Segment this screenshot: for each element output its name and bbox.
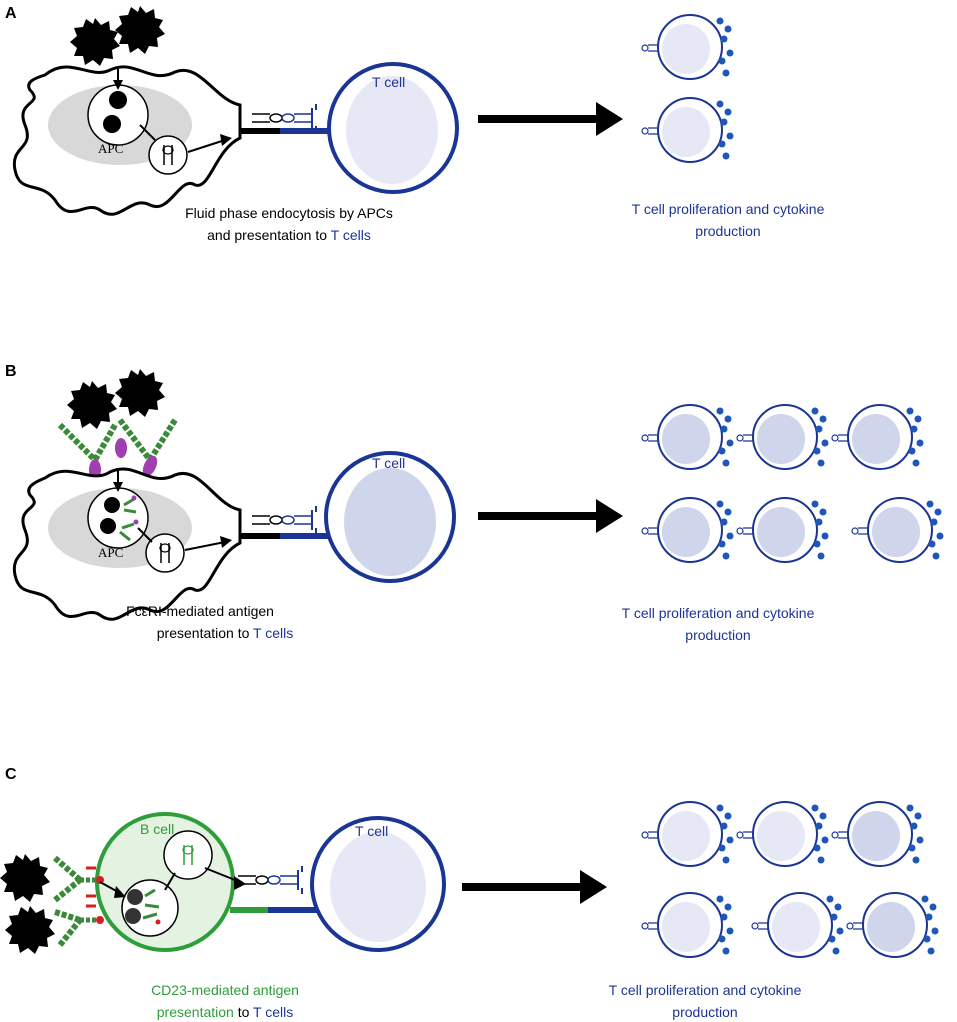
progression-arrow xyxy=(478,102,623,136)
tcr-mhc-synapse xyxy=(251,505,317,535)
antigen-particle xyxy=(115,369,165,417)
result-line2: production xyxy=(695,223,760,239)
antigen-particle xyxy=(70,18,120,66)
t-cell-nucleus xyxy=(330,832,426,942)
proliferating-t-cell xyxy=(846,892,940,958)
proliferating-t-cell xyxy=(736,497,830,563)
mhc-vesicle xyxy=(163,830,213,880)
t-cell-label: T cell xyxy=(372,74,405,90)
panel-b-letter: B xyxy=(5,363,17,380)
caption-line2: presentation to T cells xyxy=(157,1004,293,1020)
antigen-particle xyxy=(0,854,50,902)
panel-b: B APC T xyxy=(5,363,945,643)
caption-line2-tcells: T cells xyxy=(253,1004,293,1020)
result-line1: T cell proliferation and cytokine xyxy=(632,201,825,217)
progression-arrow xyxy=(478,499,623,533)
panel-c-letter: C xyxy=(5,766,17,783)
proliferating-t-cell xyxy=(641,404,735,470)
internalized-antigen xyxy=(104,497,120,513)
internalized-antigen xyxy=(100,518,116,534)
internalized-antigen xyxy=(109,91,127,109)
caption-line1: FcεRI-mediated antigen xyxy=(126,603,274,619)
t-cell-nucleus xyxy=(344,468,436,576)
result-line1: T cell proliferation and cytokine xyxy=(622,605,815,621)
apc-label: APC xyxy=(98,545,123,560)
ige-cd23-complex xyxy=(53,855,104,947)
panel-a: A APC T cell Fluid phase endocytosis by … xyxy=(5,5,825,243)
result-line2: production xyxy=(685,627,750,643)
t-cell-nucleus xyxy=(346,76,438,184)
endosome xyxy=(121,879,179,937)
proliferating-t-cell xyxy=(851,497,945,563)
tcr-mhc-synapse xyxy=(237,865,303,895)
proliferating-t-cell xyxy=(751,892,845,958)
caption-line2-pre: and presentation to xyxy=(207,227,331,243)
mhc-vesicle xyxy=(148,135,188,175)
t-cell-label: T cell xyxy=(355,823,388,839)
caption-line2: presentation to T cells xyxy=(157,625,293,641)
caption-line1: Fluid phase endocytosis by APCs xyxy=(185,205,393,221)
proliferating-t-cell xyxy=(641,497,735,563)
proliferating-t-cell xyxy=(641,97,735,163)
caption-line1: CD23-mediated antigen xyxy=(151,982,299,998)
proliferating-t-cell xyxy=(831,404,925,470)
caption-line2-pre: presentation to xyxy=(157,625,253,641)
caption-line2-tcells: T cells xyxy=(331,227,371,243)
mhc-vesicle xyxy=(145,533,185,573)
apc-label: APC xyxy=(98,141,123,156)
proliferating-t-cell xyxy=(641,892,735,958)
antigen-particle xyxy=(67,381,117,429)
progression-arrow xyxy=(462,870,607,904)
proliferating-t-cell xyxy=(641,801,735,867)
caption-line2-presentation: presentation xyxy=(157,1004,234,1020)
b-cell-label: B cell xyxy=(140,821,174,837)
proliferating-t-cell xyxy=(736,404,830,470)
caption-line2: and presentation to T cells xyxy=(207,227,371,243)
internalized-antigen xyxy=(103,115,121,133)
antigen-particle xyxy=(5,906,55,954)
caption-line2-tcells: T cells xyxy=(253,625,293,641)
endosome xyxy=(87,487,149,549)
panel-a-letter: A xyxy=(5,5,17,22)
proliferating-t-cell xyxy=(831,801,925,867)
proliferating-t-cell xyxy=(736,801,830,867)
caption-line2-to: to xyxy=(234,1004,253,1020)
t-cell-label: T cell xyxy=(372,455,405,471)
proliferating-t-cell xyxy=(641,14,735,80)
result-line1: T cell proliferation and cytokine xyxy=(609,982,802,998)
antigen-particle xyxy=(115,6,165,54)
result-line2: production xyxy=(672,1004,737,1020)
tcr-mhc-synapse xyxy=(251,103,317,133)
panel-c: C B cell T cell xyxy=(0,766,940,1020)
